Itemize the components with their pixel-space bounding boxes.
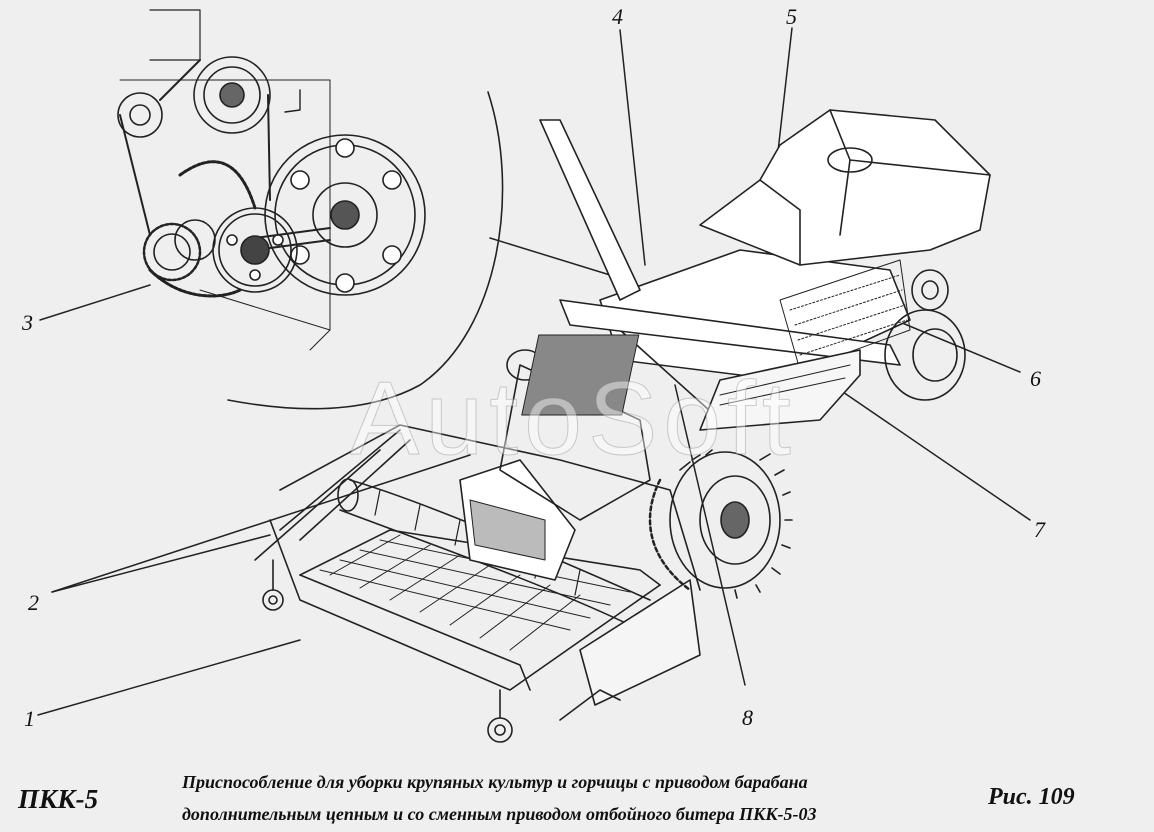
caption-line-2: дополнительным цепным и со сменным приво… — [182, 804, 817, 824]
callout-5: 5 — [786, 4, 797, 29]
leader-lines — [37, 27, 1031, 716]
wheels — [648, 269, 966, 599]
callout-7: 7 — [1034, 517, 1045, 542]
figure-number: Рис. 109 — [988, 784, 1075, 810]
inset-detail-view — [117, 9, 504, 410]
drive-wheel — [669, 451, 781, 589]
figure-caption: Приспособление для уборки крупяных культ… — [182, 766, 942, 830]
caption-line-1: Приспособление для уборки крупяных культ… — [182, 772, 808, 792]
tension-pulley — [193, 56, 271, 134]
callout-4: 4 — [612, 4, 623, 29]
upper-pulley — [117, 92, 163, 138]
drive-sprocket — [142, 222, 202, 282]
combine-body — [499, 109, 991, 521]
callout-1: 1 — [24, 706, 35, 731]
rear-wheel — [884, 309, 966, 401]
watermark-text: AutoSoft — [350, 361, 797, 478]
header-attachment — [254, 424, 701, 743]
callout-8: 8 — [742, 705, 753, 730]
callout-6: 6 — [1030, 366, 1041, 391]
model-label: ПКК-5 — [18, 784, 99, 814]
callout-2: 2 — [28, 590, 39, 615]
callout-3: 3 — [22, 310, 33, 335]
